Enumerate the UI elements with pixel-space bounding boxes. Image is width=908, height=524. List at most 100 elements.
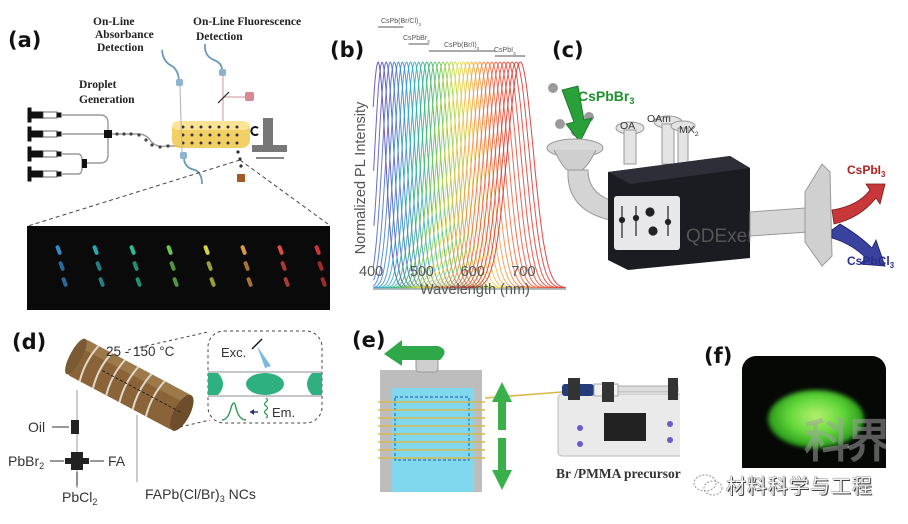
panel-b-label: (b) bbox=[330, 38, 365, 62]
pl-spectrum-line bbox=[372, 61, 422, 289]
light-source-icon bbox=[245, 92, 254, 101]
pl-spectrum-line bbox=[437, 61, 529, 289]
output-label-cspbi3: CsPbI3 bbox=[847, 163, 886, 179]
absorbance-label-line3: Detection bbox=[97, 42, 144, 54]
droplets-in-tube bbox=[115, 132, 170, 149]
bracket-label-br-i: CsPb(Br/I)3 bbox=[444, 42, 480, 51]
bracket-label-br-cl: CsPb(Br/Cl)3 bbox=[381, 18, 421, 27]
panel-e-label: (e) bbox=[352, 328, 386, 352]
device-name: QDExer bbox=[686, 226, 754, 247]
pl-spectrum-line bbox=[423, 61, 511, 289]
panel-c-label: (c) bbox=[552, 38, 584, 62]
droplet-mark bbox=[314, 245, 321, 255]
qdexer-device-diagram: QDExer bbox=[546, 83, 886, 270]
droplet-mark bbox=[132, 261, 139, 271]
reagent-vials bbox=[615, 115, 696, 169]
pl-spectrum-line bbox=[430, 61, 521, 289]
tubing bbox=[61, 114, 180, 175]
absorbance-fiber-bottom bbox=[183, 158, 203, 185]
pl-spectrum-line bbox=[454, 61, 554, 289]
droplet-mark bbox=[320, 277, 327, 287]
pump-display bbox=[604, 413, 646, 441]
rotation-icon bbox=[250, 126, 259, 136]
oil-label: Oil bbox=[28, 419, 46, 435]
syringe-icons bbox=[27, 107, 62, 182]
reagent-label-oam: OAm bbox=[647, 113, 671, 125]
pl-spectrum-line bbox=[406, 61, 488, 289]
fluorescence-detection-label: On-Line Fluorescence Detection bbox=[193, 15, 301, 45]
cross-junction-reagents bbox=[65, 452, 89, 470]
cross-junction bbox=[104, 130, 112, 138]
droplet-mark bbox=[172, 277, 179, 287]
droplet-mark bbox=[135, 277, 142, 287]
pl-spectrum-line bbox=[376, 61, 445, 289]
t-junction-oil bbox=[71, 420, 79, 434]
pl-spectrum-line bbox=[383, 61, 455, 289]
x-tick-label: 700 bbox=[511, 264, 536, 280]
droplets-in-channel bbox=[208, 373, 322, 395]
droplet-fluorescence-photo bbox=[27, 226, 330, 310]
droplet-mark bbox=[209, 277, 216, 287]
translation-arrow-green bbox=[492, 382, 512, 490]
absorbance-label-line1: On-Line bbox=[93, 16, 135, 28]
absorbance-probe-bottom bbox=[180, 152, 187, 159]
pl-spectrum-line bbox=[403, 61, 483, 289]
droplet-label-line1: Droplet bbox=[79, 79, 117, 91]
pl-spectrum-line bbox=[372, 60, 431, 289]
fluorescence-label-line1: On-Line Fluorescence bbox=[193, 16, 302, 28]
pl-spectrum-line bbox=[373, 60, 417, 289]
electrospinning-setup-diagram bbox=[378, 340, 680, 492]
droplet-mark bbox=[277, 245, 284, 255]
droplet-mark bbox=[166, 245, 173, 255]
pl-spectrum-line bbox=[386, 61, 459, 289]
y-axis-label: Normalized PL Intensity bbox=[353, 101, 369, 255]
output-arrow-blue bbox=[831, 223, 886, 267]
pbbr2-label: PbBr2 bbox=[8, 453, 45, 471]
droplet-columns bbox=[55, 245, 327, 287]
pl-spectrum-line bbox=[444, 61, 539, 289]
pl-spectrum-line bbox=[420, 61, 506, 289]
output-flange bbox=[804, 163, 833, 267]
heated-tube-diagram bbox=[50, 330, 323, 488]
pl-spectrum-line bbox=[441, 61, 535, 289]
droplet-mark bbox=[98, 277, 105, 287]
droplet-mark bbox=[58, 261, 65, 271]
pl-spectrum-line bbox=[379, 61, 450, 289]
dichroic-mirror bbox=[217, 91, 230, 104]
panel-d-label: (d) bbox=[12, 330, 47, 354]
temperature-label: 25 - 150 °C bbox=[106, 344, 175, 359]
fluorescence-probe bbox=[219, 69, 226, 76]
output-pipe bbox=[749, 207, 809, 237]
droplet-mark bbox=[55, 245, 62, 255]
syringe-2 bbox=[27, 126, 62, 142]
microfluidic-setup-diagram bbox=[27, 43, 329, 227]
droplet-mark bbox=[169, 261, 176, 271]
pl-curves-group bbox=[372, 60, 566, 289]
product-label: FAPb(Cl/Br)3 NCs bbox=[145, 486, 256, 504]
watermark-logo-text: 科界 bbox=[804, 414, 886, 468]
input-arrow-green bbox=[561, 85, 593, 143]
absorbance-detection-label: On-Line Absorbance Detection bbox=[93, 16, 154, 55]
pl-spectrum-line bbox=[427, 61, 516, 289]
droplet-mark bbox=[95, 261, 102, 271]
pl-spectrum-line bbox=[389, 61, 463, 289]
x-tick-label: 600 bbox=[460, 264, 485, 280]
pl-spectrum-line bbox=[413, 61, 497, 289]
droplet-mark bbox=[317, 261, 324, 271]
control-panel bbox=[614, 196, 680, 250]
bracket-label-i: CsPbI3 bbox=[494, 47, 516, 56]
pl-spectrum-line bbox=[451, 61, 549, 289]
droplet-mark bbox=[92, 245, 99, 255]
pl-spectrum-line bbox=[434, 61, 525, 289]
syringe-4 bbox=[27, 166, 62, 182]
pl-spectrum-line bbox=[373, 61, 440, 289]
pl-spectrum-line bbox=[372, 61, 407, 289]
x-tick-label: 400 bbox=[359, 264, 384, 280]
pl-spectrum-line bbox=[373, 61, 426, 289]
pl-spectrum-line bbox=[393, 61, 469, 289]
absorbance-probe-top bbox=[176, 79, 183, 86]
emission-label: Em. bbox=[272, 405, 296, 420]
pl-spectrum-line bbox=[373, 61, 436, 289]
reagent-label-mx2: MX2 bbox=[679, 124, 699, 138]
